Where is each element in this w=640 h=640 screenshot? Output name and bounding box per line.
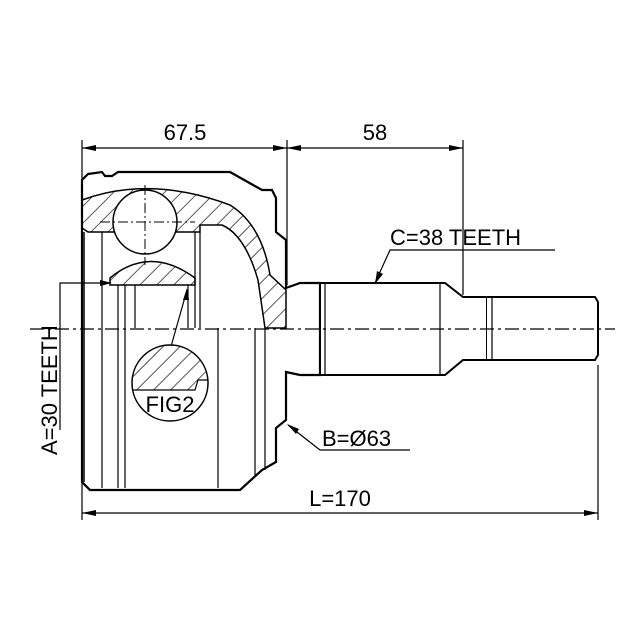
dimension-bottom: [82, 365, 599, 520]
spline-outer-leader: C=38 TEETH: [374, 225, 555, 284]
dim-shaft-length: 58: [363, 120, 387, 145]
spline-outer-label: C=38 TEETH: [390, 225, 521, 250]
shaft: [319, 282, 599, 376]
fig2-label: FIG2: [146, 392, 195, 417]
abs-ring-leader: B=Ø63: [287, 424, 410, 451]
outer-housing: [80, 170, 322, 492]
abs-ring-label: B=Ø63: [322, 426, 391, 451]
total-length-label: L=170: [309, 486, 371, 511]
spline-inner-label: A=30 TEETH: [37, 325, 62, 455]
dim-housing-length: 67.5: [164, 120, 207, 145]
fig2-detail: FIG2: [131, 288, 209, 422]
spline-inner-leader: A=30 TEETH: [37, 280, 112, 455]
